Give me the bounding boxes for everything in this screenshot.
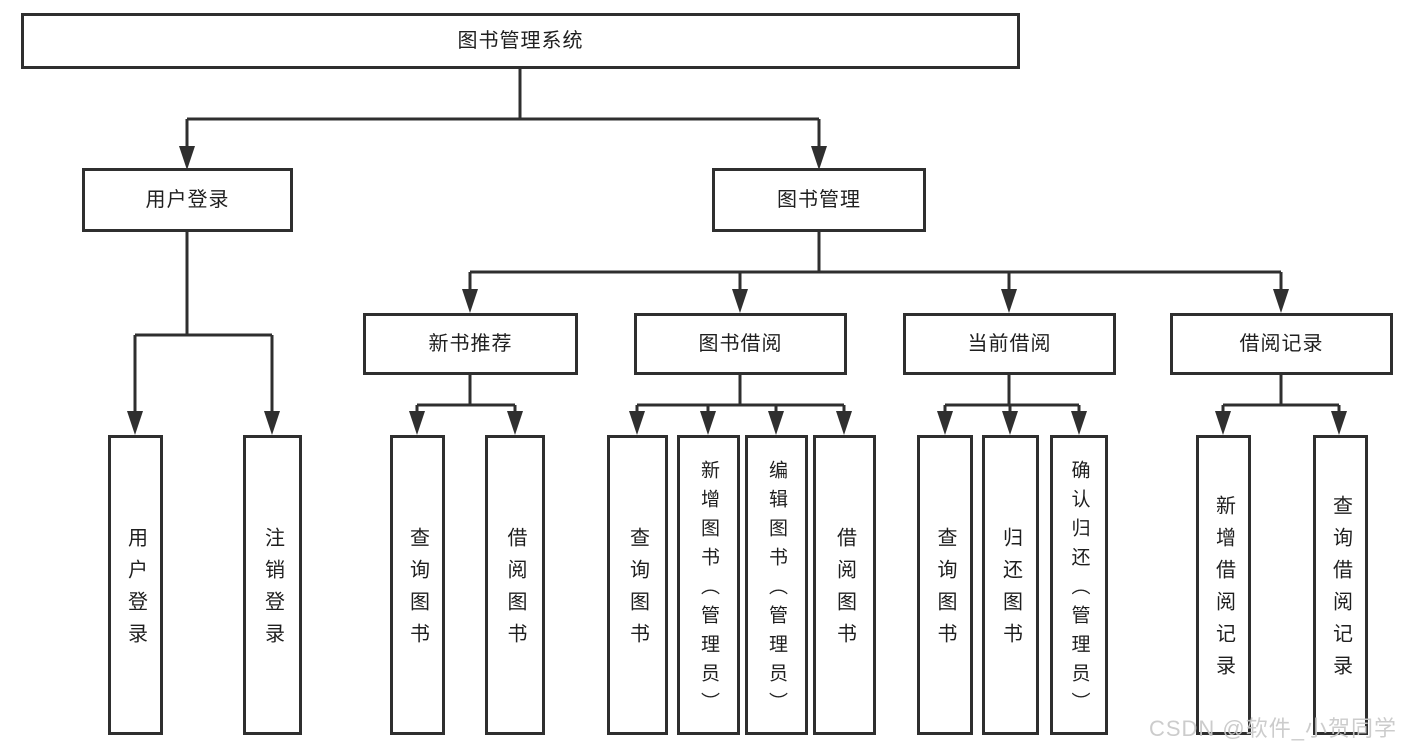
leaf-borrow-books-recommend-label: 借阅图书 (504, 527, 526, 655)
node-new-book-recommend-label: 新书推荐 (428, 333, 513, 355)
node-current-borrowing-label: 当前借阅 (967, 333, 1052, 355)
arrowheads (127, 146, 1347, 435)
leaf-borrow-books-recommend: 借阅图书 (485, 435, 545, 735)
leaf-return-books-label: 归还图书 (999, 527, 1022, 655)
node-new-book-recommend: 新书推荐 (363, 313, 578, 375)
leaf-logout: 注销登录 (243, 435, 302, 735)
leaf-user-login: 用户登录 (108, 435, 163, 735)
node-book-management: 图书管理 (712, 168, 926, 232)
node-borrowing-records: 借阅记录 (1170, 313, 1393, 375)
leaf-confirm-return-admin-label: 确认归还（管理员） (1068, 459, 1090, 721)
leaf-query-books-recommend-label: 查询图书 (406, 527, 429, 655)
leaf-query-books-current: 查询图书 (917, 435, 973, 735)
leaf-edit-books-admin: 编辑图书（管理员） (745, 435, 808, 735)
node-root: 图书管理系统 (21, 13, 1020, 69)
node-book-borrowing-label: 图书借阅 (698, 333, 783, 355)
leaf-add-books-admin: 新增图书（管理员） (677, 435, 740, 735)
node-book-borrowing: 图书借阅 (634, 313, 847, 375)
leaf-add-borrow-record-label: 新增借阅记录 (1212, 495, 1235, 687)
leaf-query-books-recommend: 查询图书 (390, 435, 445, 735)
node-book-management-label: 图书管理 (777, 189, 861, 211)
leaf-query-books-current-label: 查询图书 (934, 527, 956, 655)
leaf-confirm-return-admin: 确认归还（管理员） (1050, 435, 1108, 735)
node-user-login-label: 用户登录 (145, 189, 230, 211)
leaf-return-books: 归还图书 (982, 435, 1039, 735)
node-root-label: 图书管理系统 (457, 30, 584, 52)
node-user-login: 用户登录 (82, 168, 293, 232)
leaf-query-books-borrowing: 查询图书 (607, 435, 668, 735)
leaf-query-borrow-record-label: 查询借阅记录 (1329, 495, 1352, 687)
leaf-borrow-books-borrowing: 借阅图书 (813, 435, 876, 735)
leaf-edit-books-admin-label: 编辑图书（管理员） (766, 459, 787, 721)
leaf-add-borrow-record: 新增借阅记录 (1196, 435, 1251, 735)
leaf-user-login-label: 用户登录 (124, 527, 147, 655)
watermark: CSDN @软件_小贺同学 (1148, 716, 1397, 741)
leaf-borrow-books-borrowing-label: 借阅图书 (833, 527, 856, 655)
leaf-query-books-borrowing-label: 查询图书 (626, 527, 649, 655)
leaf-logout-label: 注销登录 (261, 527, 284, 655)
node-current-borrowing: 当前借阅 (903, 313, 1116, 375)
node-borrowing-records-label: 借阅记录 (1239, 333, 1324, 355)
leaf-query-borrow-record: 查询借阅记录 (1313, 435, 1368, 735)
leaf-add-books-admin-label: 新增图书（管理员） (698, 459, 719, 721)
